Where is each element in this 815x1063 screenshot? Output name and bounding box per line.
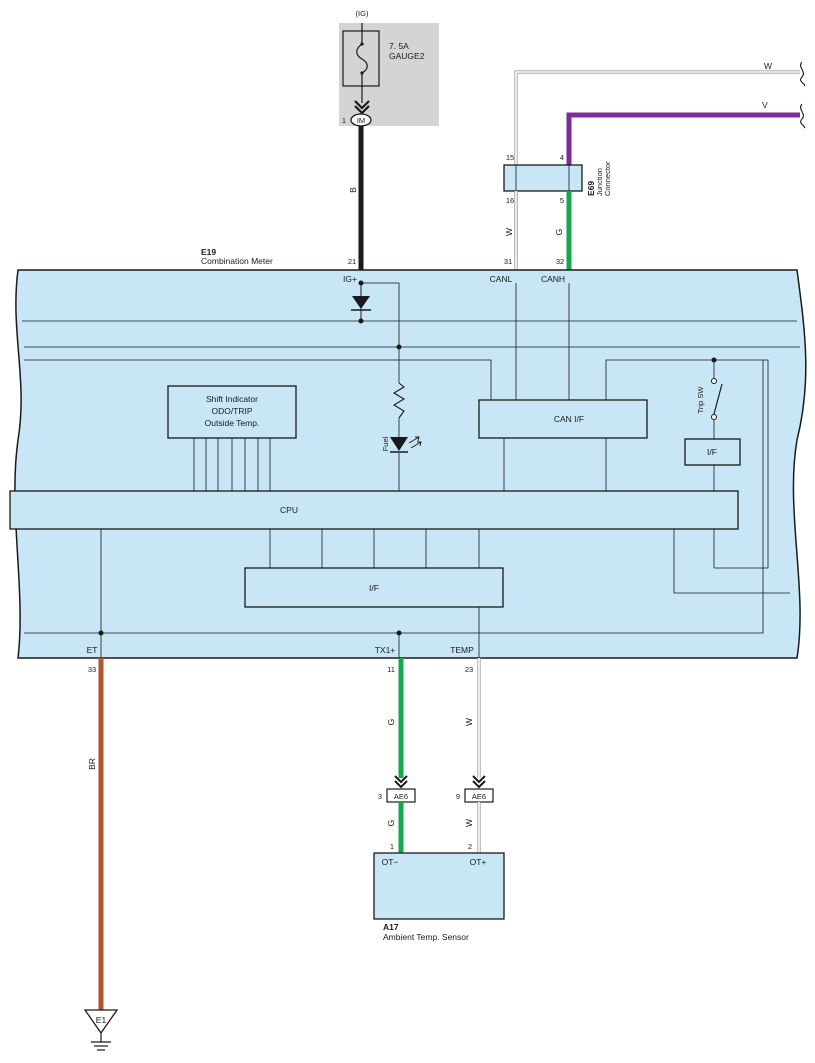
wire-w-canl-label: W: [504, 228, 514, 236]
fuse-panel: [339, 23, 439, 126]
trip-sw-label: Trip SW: [696, 386, 705, 414]
junction-name-line2: Connector: [603, 161, 612, 196]
switch-contact-bottom: [711, 414, 717, 420]
junction-pin-5: 5: [560, 196, 564, 205]
fuse-terminal-top: [360, 42, 364, 46]
terminal-et: ET: [87, 645, 98, 655]
wire-w-temp-label: W: [464, 718, 474, 726]
chevron-down-icon: [354, 100, 370, 115]
if-small-block: [684, 438, 741, 466]
wire-g-sensor-label: G: [386, 820, 396, 827]
wire-g-canh-label: G: [554, 229, 564, 236]
shift-indicator-line2: ODO/TRIP: [211, 406, 252, 416]
terminal-temp: TEMP: [450, 645, 474, 655]
shift-indicator-line1: Shift Indicator: [206, 394, 258, 404]
can-if-block: [478, 399, 648, 439]
led-emission-icon: [408, 436, 422, 449]
wire-break-icon-v: [800, 103, 806, 129]
ambient-temp-sensor: 1 2 OT− OT+ A17 Ambient Temp. Sensor: [373, 842, 505, 942]
ae6-pin-9: 9: [456, 792, 460, 801]
im-connector-label: IM: [357, 116, 365, 125]
junction-name-line1: Junction: [595, 168, 604, 196]
meter-pin-33: 33: [88, 665, 96, 674]
wire-b-label: B: [348, 187, 358, 193]
fuse-block: (IG) 7. 5A GAUGE2 IM 1: [339, 9, 439, 127]
junction-connector: 15 4 16 5 E69 Junction Connector: [503, 153, 612, 205]
sensor-body: [373, 852, 505, 920]
sensor-terminal-ot-plus: OT+: [470, 857, 487, 867]
junction-pin-15: 15: [506, 153, 514, 162]
junction-dot: [396, 630, 402, 636]
meter-id: E19: [201, 247, 216, 257]
cpu-block: [9, 490, 739, 530]
ae6-pin-3: 3: [378, 792, 382, 801]
ground-id: E1: [96, 1015, 107, 1025]
led-icon: [390, 437, 408, 451]
fuse-supply-label: (IG): [356, 9, 369, 18]
connector-ae6: AE6 3 AE6 9: [378, 788, 494, 803]
sensor-id: A17: [383, 922, 399, 932]
meter-pin-31: 31: [504, 257, 512, 266]
wire-w-sensor-label: W: [464, 819, 474, 827]
ground-point: E1: [83, 1009, 119, 1051]
meter-name: Combination Meter: [201, 256, 273, 266]
can-if-label: CAN I/F: [554, 414, 584, 424]
resistor-icon: [392, 382, 406, 419]
ground-triangle: [83, 1009, 119, 1035]
wire-v: [566, 112, 800, 168]
wire-w-top-label: W: [764, 61, 772, 71]
switch-icon: [713, 383, 723, 415]
terminal-ig-plus: IG+: [343, 274, 357, 284]
terminal-tx1-plus: TX1+: [375, 645, 396, 655]
junction-pin-4: 4: [560, 153, 564, 162]
ae6-label-left: AE6: [394, 792, 408, 801]
internal-lines: [22, 282, 800, 658]
terminal-canl: CANL: [490, 274, 513, 284]
cpu-label: CPU: [280, 505, 298, 515]
chevron-down-icon: [472, 775, 486, 789]
diode-icon: [352, 296, 370, 309]
fuse-rating-label: 7. 5A: [389, 41, 409, 51]
wire-v-label: V: [762, 100, 768, 110]
junction-dot: [396, 344, 402, 350]
chevron-down-icon: [394, 775, 408, 789]
ae6-label-right: AE6: [472, 792, 486, 801]
junction-id: E69: [586, 181, 596, 196]
meter-pin-32: 32: [556, 257, 564, 266]
shift-indicator-block: [167, 385, 297, 439]
if-small-label: I/F: [707, 447, 717, 457]
junction-dot: [98, 630, 104, 636]
shift-indicator-line3: Outside Temp.: [205, 418, 260, 428]
sensor-terminal-ot-minus: OT−: [382, 857, 399, 867]
fuse-name-label: GAUGE2: [389, 51, 425, 61]
fuse-icon: [356, 43, 368, 74]
if-large-block: [244, 567, 504, 608]
switch-contact-top: [711, 378, 717, 384]
meter-body: [14, 269, 807, 659]
meter-pin-11: 11: [387, 665, 395, 674]
fuel-label: Fuel: [381, 436, 390, 451]
meter-pin-23: 23: [465, 665, 473, 674]
sensor-pin-2: 2: [468, 842, 472, 851]
terminal-canh: CANH: [541, 274, 565, 284]
if-large-label: I/F: [369, 583, 379, 593]
junction-dot: [711, 357, 717, 363]
sensor-pin-1: 1: [390, 842, 394, 851]
fuse-symbol-box: [342, 30, 380, 87]
wire-break-icon-w: [800, 61, 806, 87]
junction-pin-16: 16: [506, 196, 514, 205]
wire-g-tx1-label: G: [386, 719, 396, 726]
wire-br-label: BR: [87, 758, 97, 770]
combination-meter: E19 Combination Meter 21 31 32 IG+ CANL …: [9, 247, 807, 659]
meter-pin-21: 21: [348, 257, 356, 266]
fuse-pin-label: 1: [342, 116, 346, 125]
sensor-name: Ambient Temp. Sensor: [383, 932, 469, 942]
